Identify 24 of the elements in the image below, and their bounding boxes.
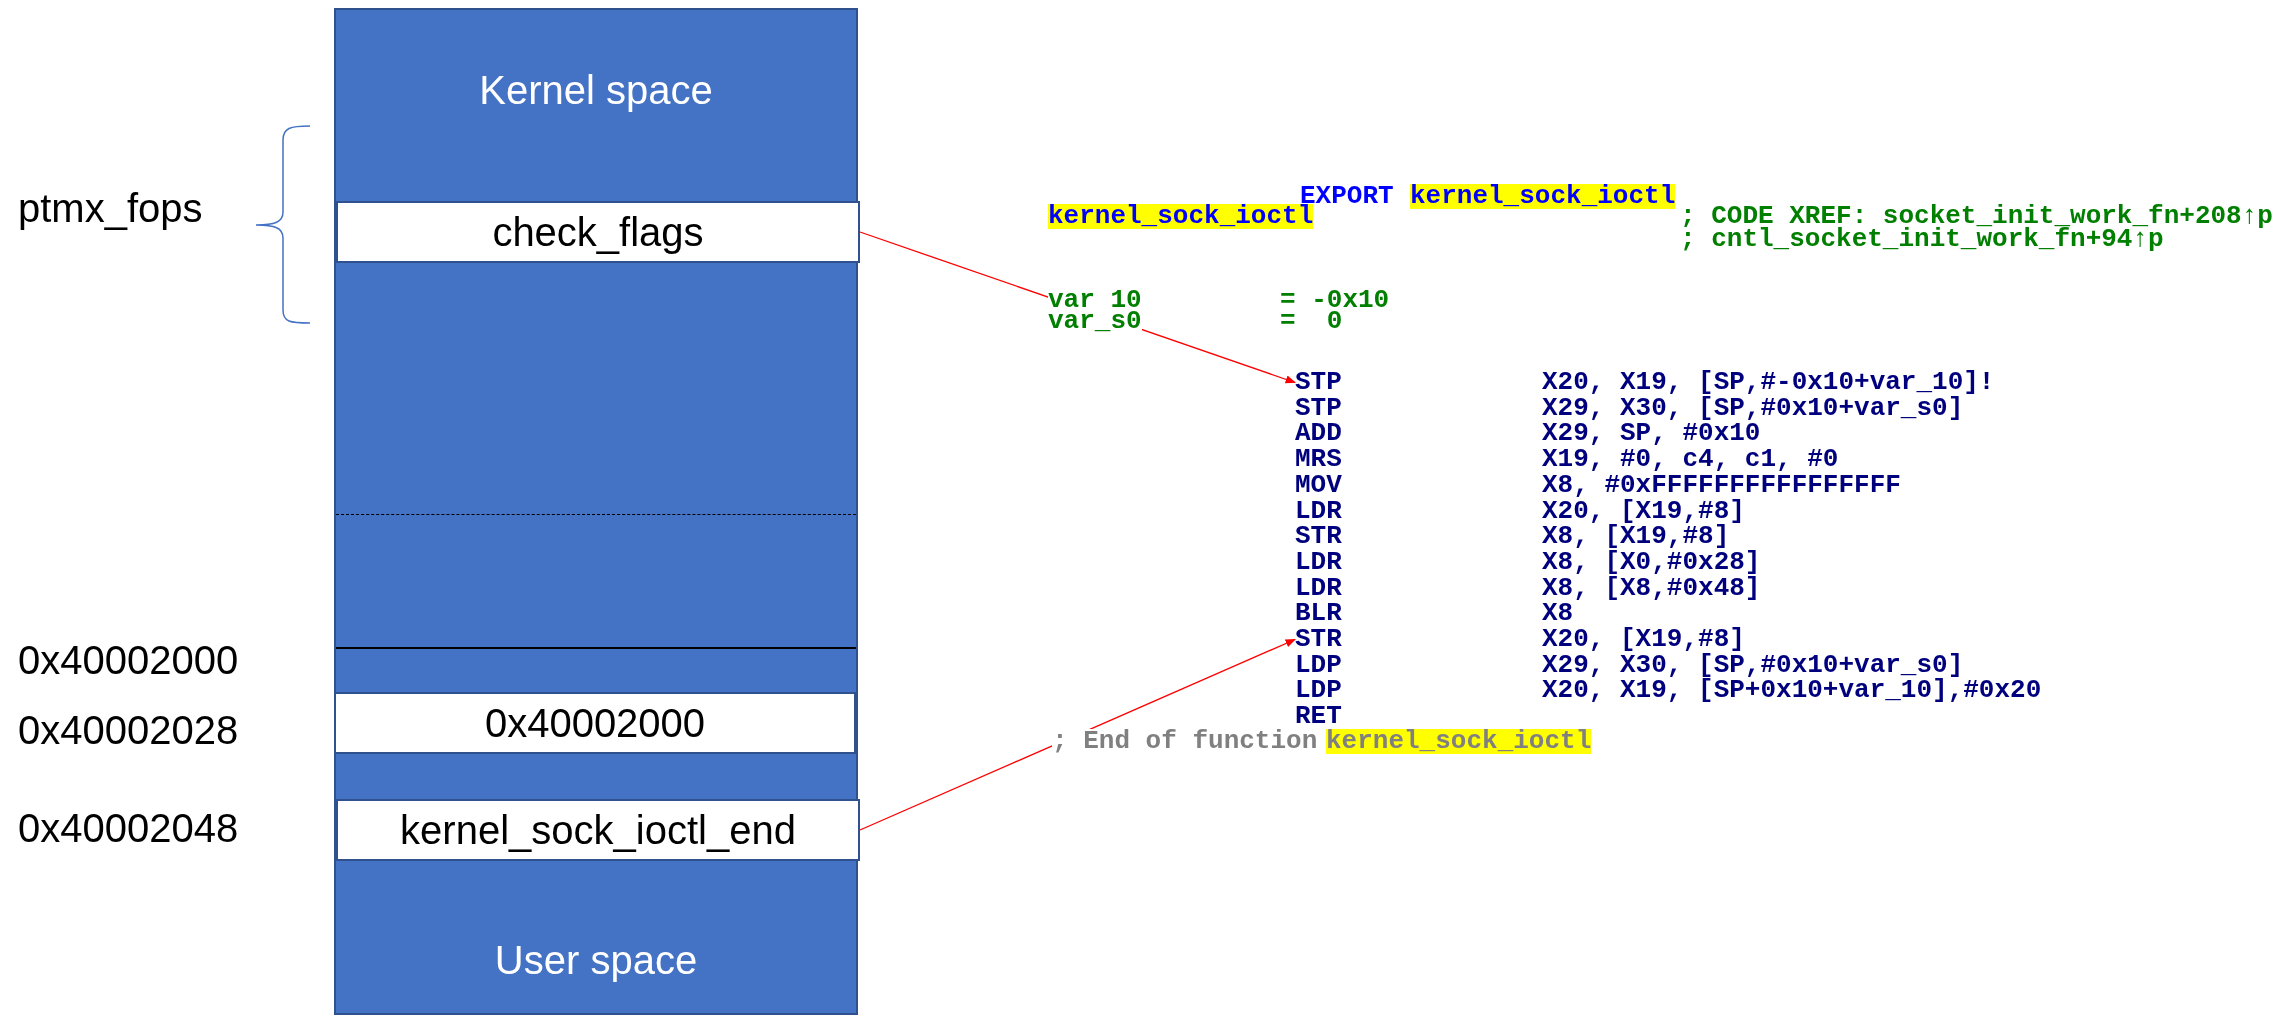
- highlighted-symbol: kernel_sock_ioctl: [1326, 729, 1592, 754]
- region-label: User space: [493, 937, 699, 983]
- address-label: 0x40002028: [18, 707, 239, 753]
- slot-label: check_flags: [492, 209, 704, 255]
- slot-label: 0x40002000: [484, 700, 706, 746]
- memory-column: [334, 8, 858, 1015]
- region-label: Kernel space: [478, 67, 714, 113]
- memory-slot: [336, 799, 860, 861]
- code-text: X29, SP, #0x10: [1542, 421, 1761, 447]
- slot-label: kernel_sock_ioctl_end: [400, 807, 796, 853]
- code-text: X20, X19, [SP+0x10+var_10],#0x20: [1542, 678, 2042, 704]
- code-text: X19, #0, c4, c1, #0: [1542, 447, 1839, 473]
- address-label: 0x40002048: [18, 805, 239, 851]
- highlighted-symbol: kernel_sock_ioctl: [1410, 184, 1676, 209]
- code-text: X8, #0xFFFFFFFFFFFFFFFF: [1542, 472, 1901, 498]
- code-comment: var_s0: [1048, 309, 1142, 334]
- code-text: STR: [1295, 627, 1342, 652]
- code-text: STP: [1295, 370, 1342, 395]
- structure-label: ptmx_fops: [18, 185, 203, 231]
- code-comment: ; End of function: [1052, 729, 1318, 754]
- memory-slot: [334, 692, 856, 754]
- address-label: 0x40002000: [18, 637, 239, 683]
- arrow: [859, 638, 1296, 831]
- memory-slot: [336, 201, 860, 263]
